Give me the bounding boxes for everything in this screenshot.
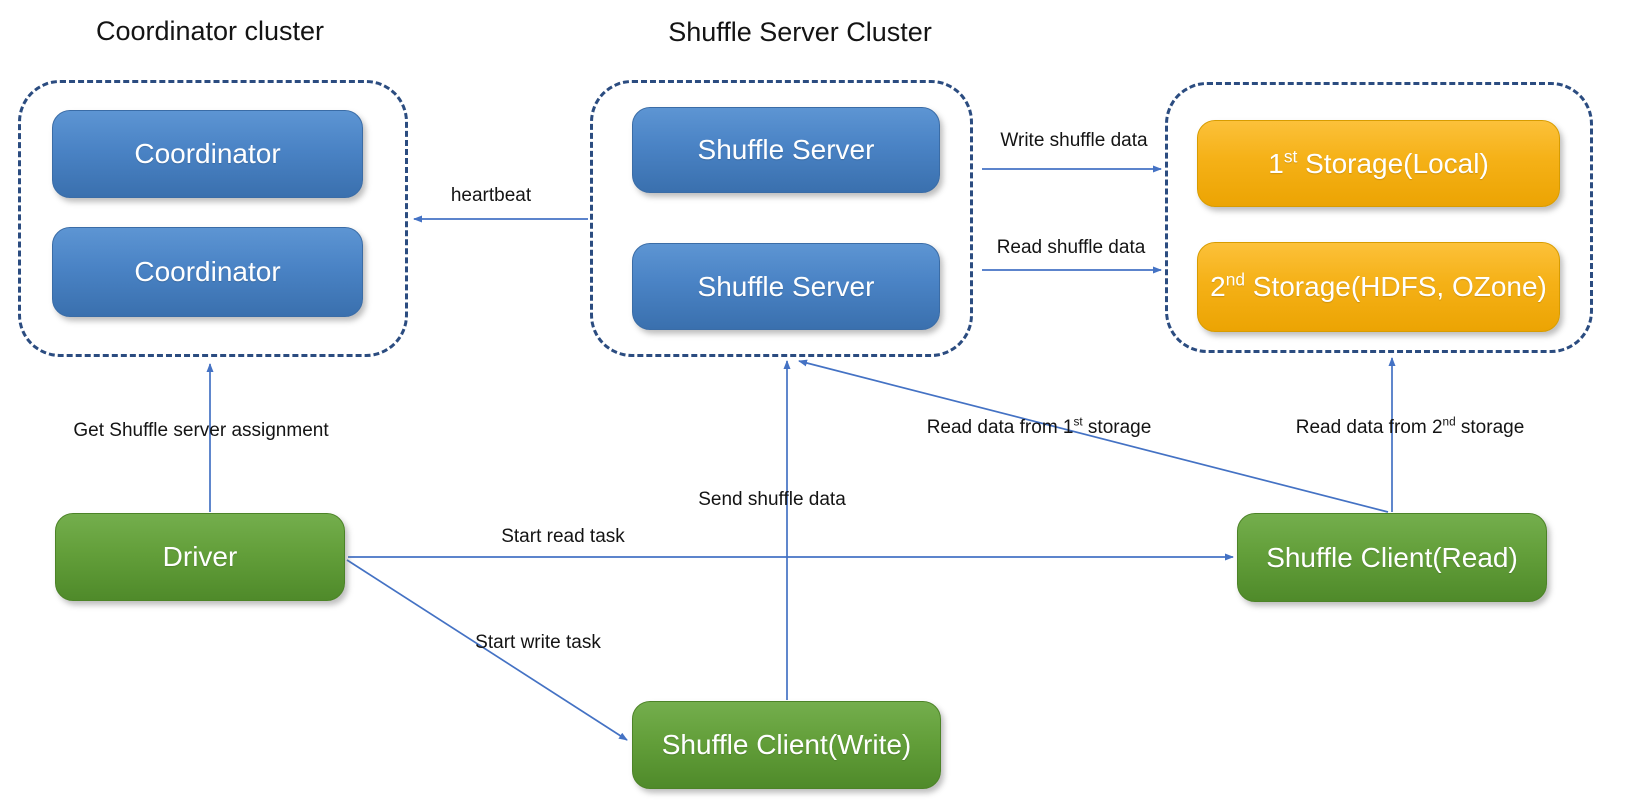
edge-label-read-first-storage: Read data from 1st storage [926, 415, 1152, 438]
edge-label-write-shuffle-data: Write shuffle data [1000, 130, 1148, 151]
storage-cluster-box [1165, 82, 1593, 353]
edge-label-read-shuffle-data: Read shuffle data [996, 237, 1146, 258]
storage-node-1-label: 1st Storage(Local) [1268, 146, 1489, 179]
coordinator-cluster-title: Coordinator cluster [95, 16, 325, 46]
coordinator-cluster-box [18, 80, 408, 357]
shuffle-client-write-node: Shuffle Client(Write) [632, 701, 941, 789]
shuffle-server-cluster-box [590, 80, 973, 357]
edge-label-heartbeat: heartbeat [450, 185, 532, 206]
edge-label-read-second-storage: Read data from 2nd storage [1295, 415, 1525, 438]
shuffle-server-cluster-title: Shuffle Server Cluster [668, 17, 932, 47]
edge-label-start-write-task: Start write task [475, 632, 601, 653]
shuffle-client-read-node: Shuffle Client(Read) [1237, 513, 1547, 602]
storage-node-1: 1st Storage(Local) [1197, 120, 1560, 207]
coordinator-node-1: Coordinator [52, 110, 363, 198]
storage-node-2: 2nd Storage(HDFS, OZone) [1197, 242, 1560, 332]
coordinator-node-2: Coordinator [52, 227, 363, 317]
edge-label-send-shuffle-data: Send shuffle data [698, 489, 846, 510]
storage-node-2-label: 2nd Storage(HDFS, OZone) [1210, 269, 1547, 302]
shuffle-server-node-2: Shuffle Server [632, 243, 940, 330]
edge-label-start-read-task: Start read task [501, 526, 625, 547]
shuffle-server-node-1: Shuffle Server [632, 107, 940, 193]
driver-node: Driver [55, 513, 345, 601]
edge-label-get-assignment: Get Shuffle server assignment [73, 420, 329, 441]
